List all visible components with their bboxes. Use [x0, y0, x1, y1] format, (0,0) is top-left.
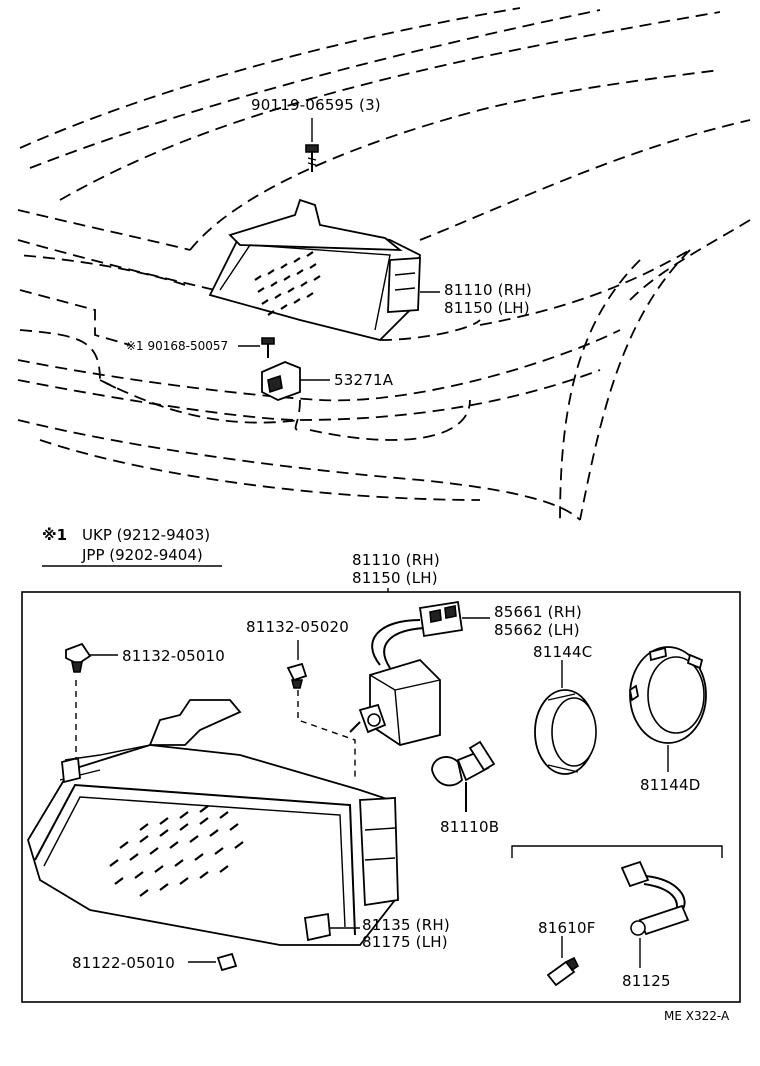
- cover-d-icon: [628, 646, 707, 772]
- top-headlamp: [208, 198, 422, 341]
- clip-left-icon: [65, 642, 118, 760]
- top-screw-icon: [238, 337, 275, 358]
- grommet-part-number: 81122-05010: [72, 954, 175, 972]
- note-line2: JPP (9202-9404): [81, 546, 203, 564]
- bolt-part-number: 90119-06595 (3): [251, 96, 381, 114]
- grommet-icon: [188, 952, 238, 972]
- assembly-rh-label: 81110 (RH): [352, 551, 440, 569]
- bulb-group-bracket: [511, 845, 723, 858]
- screw-part-number: ※1 90168-50057: [126, 339, 228, 353]
- assembly-lh-label: 81150 (LH): [352, 569, 438, 587]
- small-bulb-icon: [546, 936, 580, 987]
- side-rh-label: 81135 (RH): [362, 916, 450, 934]
- note-line1: UKP (9212-9403): [82, 526, 210, 544]
- clip-center-part-number: 81132-05020: [246, 618, 349, 636]
- socket-icon: [620, 860, 690, 968]
- bracket-part-number: 53271A: [334, 371, 394, 389]
- headlamp-lh-label: 81150 (LH): [444, 299, 530, 317]
- cover-c-part-number: 81144C: [533, 643, 592, 661]
- connector-lh-label: 85662 (LH): [494, 621, 580, 639]
- clip-left-part-number: 81132-05010: [122, 647, 225, 665]
- side-lh-label: 81175 (LH): [362, 933, 448, 951]
- car-body-outline: [17, 7, 751, 521]
- cover-c-icon: [534, 660, 597, 775]
- large-headlamp: [27, 699, 399, 946]
- socket-part-number: 81125: [622, 972, 671, 990]
- main-bulb-icon: [431, 740, 496, 812]
- figure-code: ME X322-A: [664, 1009, 730, 1023]
- note-mark: ※1: [42, 526, 67, 544]
- bulb-part-number: 81110B: [440, 818, 499, 836]
- headlamp-rh-label: 81110 (RH): [444, 281, 532, 299]
- small-bulb-part-number: 81610F: [538, 919, 596, 937]
- connector-rh-label: 85661 (RH): [494, 603, 582, 621]
- top-bolt-icon: [305, 118, 319, 172]
- clip-center-icon: [286, 640, 356, 780]
- leveling-actuator: [349, 600, 490, 746]
- cover-d-part-number: 81144D: [640, 776, 700, 794]
- bracket-icon: [261, 361, 330, 401]
- assembly-frame: [21, 591, 741, 1003]
